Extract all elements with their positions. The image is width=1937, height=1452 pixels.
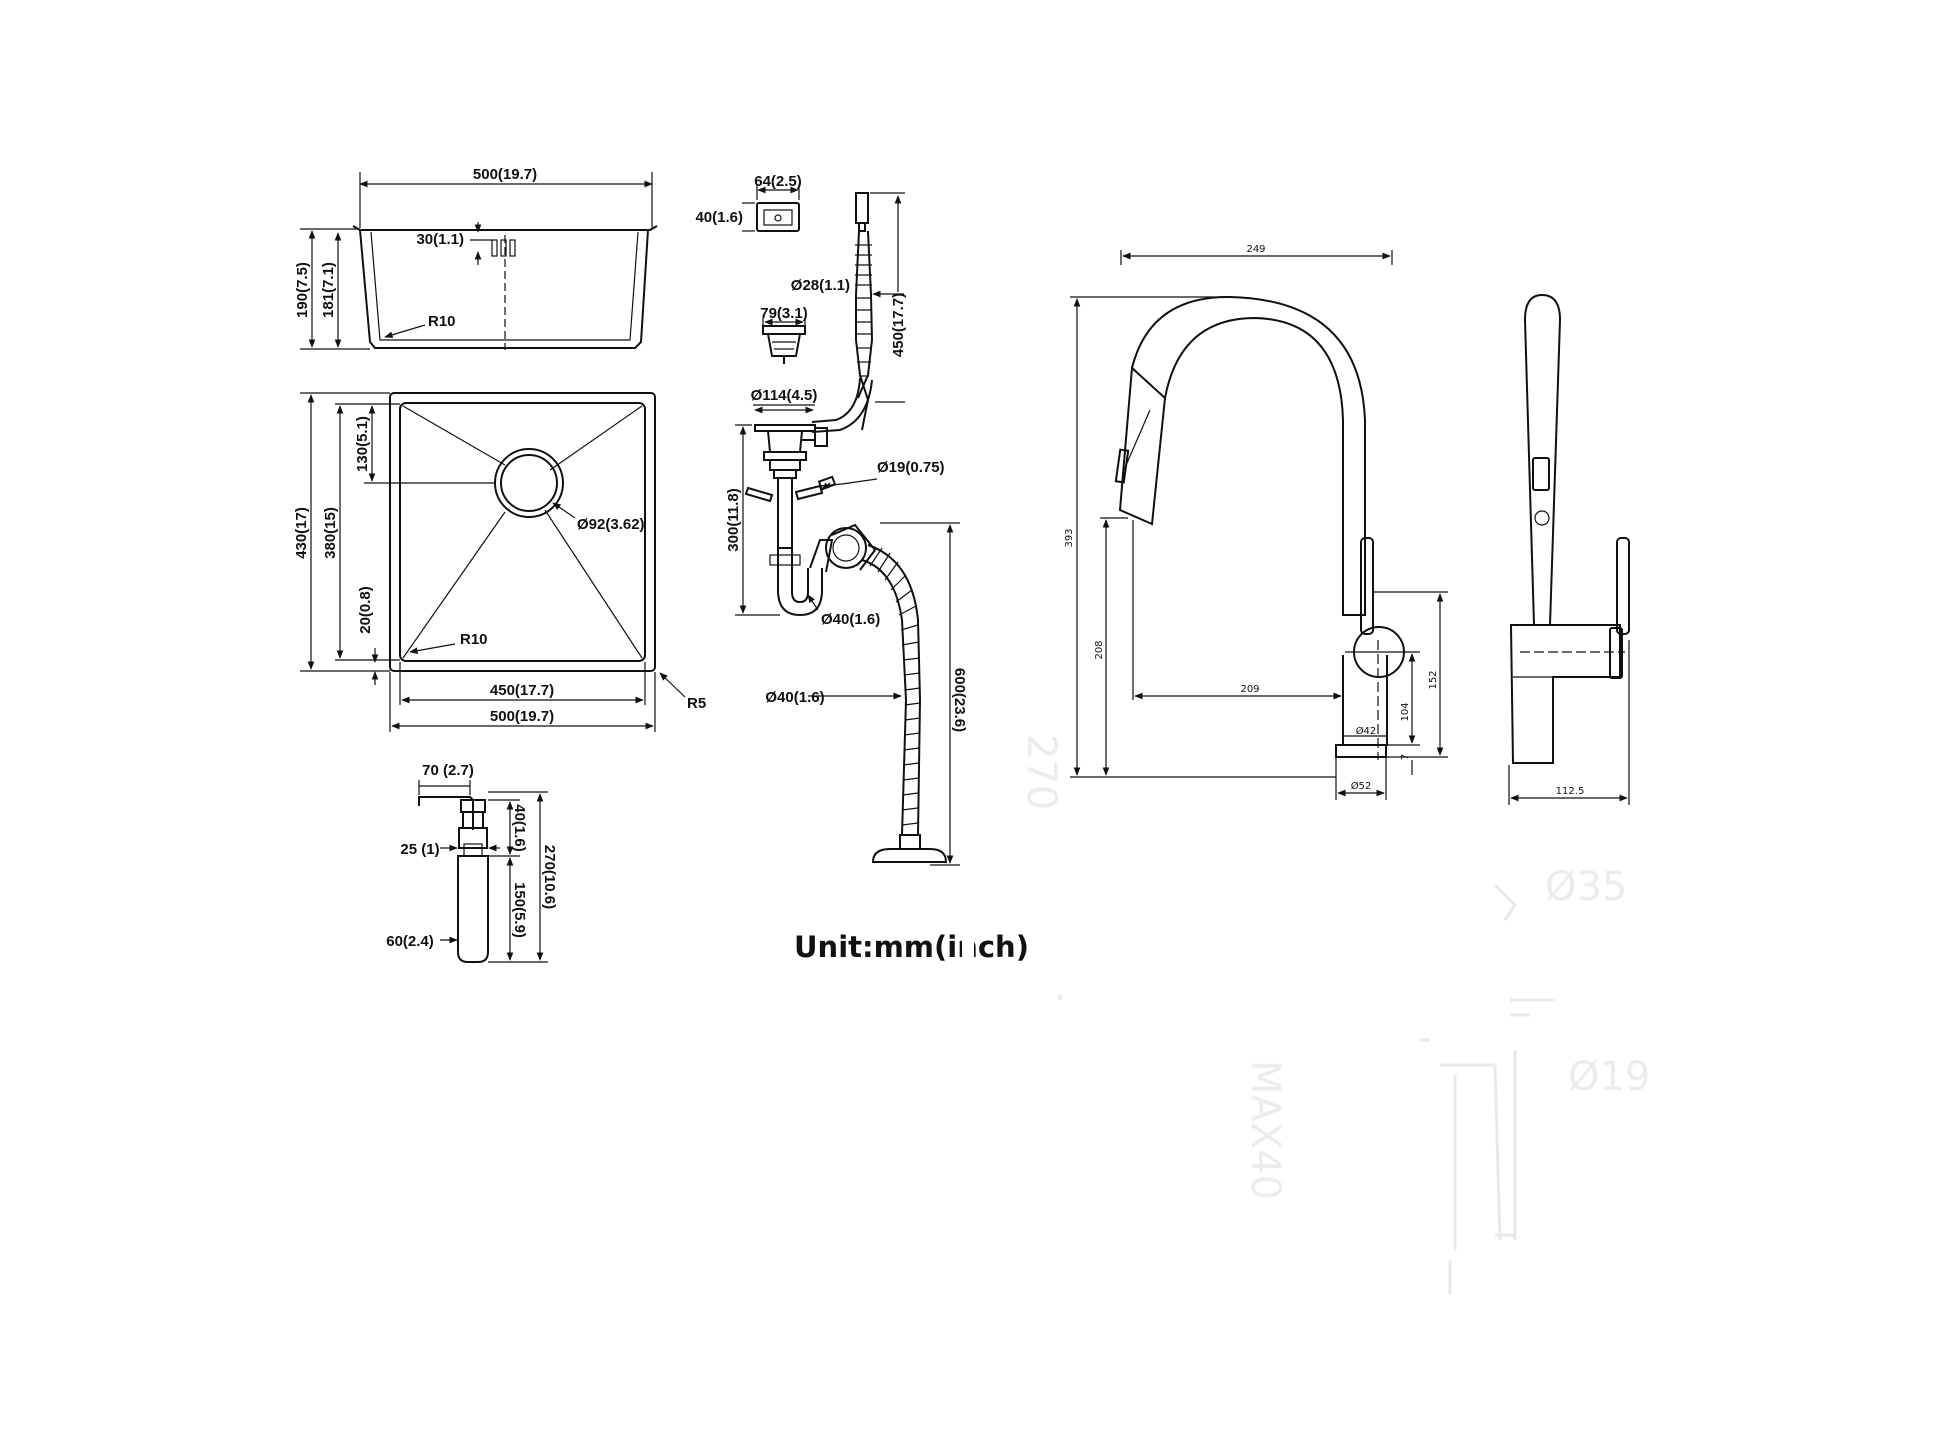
faucet-base-height-label: 7 (1400, 754, 1411, 760)
overflow-width-label: 64(2.5) (754, 173, 802, 190)
drain-hose-length-label: 600(23.6) (951, 668, 968, 732)
overflow-cover: 64(2.5) 40(1.6) (695, 173, 802, 232)
sink-plan-view: 430(17) 380(15) 130(5.1) 20(0.8) Ø92(3.6… (293, 392, 706, 732)
faucet-body-diameter-label: Ø42 (1356, 725, 1377, 737)
sink-plan-radius-label: R10 (460, 631, 488, 648)
overflow-height-label: 40(1.6) (695, 209, 743, 226)
sink-outer-width-label: 500(19.7) (490, 708, 554, 725)
sink-outer-depth-label: 430(17) (293, 507, 310, 559)
faucet-front-view: 249 393 208 209 152 104 7 Ø42 Ø52 (1064, 244, 1448, 800)
faucet-base-diameter-label: Ø52 (1351, 780, 1372, 792)
sink-side-radius-label: R10 (428, 313, 456, 330)
sink-inner-width-label: 450(17.7) (490, 682, 554, 699)
unit-label: Unit:mm(inch) (794, 930, 1029, 964)
dispenser-body-diameter-label: 60(2.4) (386, 933, 434, 950)
faucet-lever-height-label: 152 (1428, 670, 1439, 689)
faint-residual-marks: 270 Ø35 MAX40 Ø19 (1018, 734, 1650, 1295)
faucet-body-height-label: 104 (1400, 702, 1411, 721)
sink-edge-radius-label: R5 (687, 695, 706, 712)
drain-offset-label: 30(1.1) (416, 231, 464, 248)
ghost-diameter-top-label: Ø35 (1545, 864, 1627, 910)
faucet-side-depth-label: 112.5 (1556, 786, 1585, 797)
faucet-spout-height-label: 208 (1094, 640, 1105, 659)
sink-inner-height-label: 181(7.1) (320, 262, 337, 318)
hose-diameter-label: Ø28(1.1) (791, 277, 850, 294)
sink-top-width-label: 500(19.7) (473, 166, 537, 183)
ghost-max-label: MAX40 (1242, 1060, 1288, 1200)
dispenser-body-height-label: 150(5.9) (511, 882, 528, 938)
trap-height-label: 300(11.8) (725, 488, 742, 551)
hose-length-label: 450(17.7) (890, 293, 907, 357)
trap-diameter-label: Ø40(1.6) (821, 611, 880, 628)
dispenser-spout-label: 70 (2.7) (422, 762, 474, 779)
side-outlet-label: Ø19(0.75) (877, 459, 945, 476)
faucet-side-view: 112.5 (1508, 293, 1630, 805)
strainer-and-hose: Ø28(1.1) 450(17.7) 79(3.1) Ø114(4.5) Ø19… (725, 192, 968, 866)
sink-side-view: 500(19.7) 30(1.1) 190(7.5) 181(7.1) R10 (294, 166, 658, 350)
dispenser-head-height-label: 40(1.6) (511, 804, 528, 852)
faucet-spout-reach-label: 209 (1240, 684, 1259, 695)
soap-dispenser: 70 (2.7) 25 (1) 40(1.6) 150(5.9) 270(10.… (386, 762, 558, 963)
sink-outer-height-label: 190(7.5) (294, 262, 311, 318)
strainer-flange-label: Ø114(4.5) (751, 387, 818, 404)
drain-hose-diameter-label: Ø40(1.6) (765, 689, 824, 706)
rim-width-label: 20(0.8) (357, 586, 374, 634)
dispenser-total-height-label: 270(10.6) (541, 845, 558, 909)
ghost-height-label: 270 (1018, 734, 1064, 810)
drain-center-offset-label: 130(5.1) (354, 416, 371, 472)
faucet-total-height-label: 393 (1064, 528, 1075, 547)
sink-inner-depth-label: 380(15) (322, 507, 339, 559)
faucet-reach-label: 249 (1246, 244, 1265, 255)
drain-diameter-label: Ø92(3.62) (577, 516, 645, 533)
ghost-diameter-bottom-label: Ø19 (1568, 1054, 1650, 1100)
strainer-size-label: 79(3.1) (760, 305, 808, 322)
dispenser-neck-label: 25 (1) (400, 841, 439, 858)
